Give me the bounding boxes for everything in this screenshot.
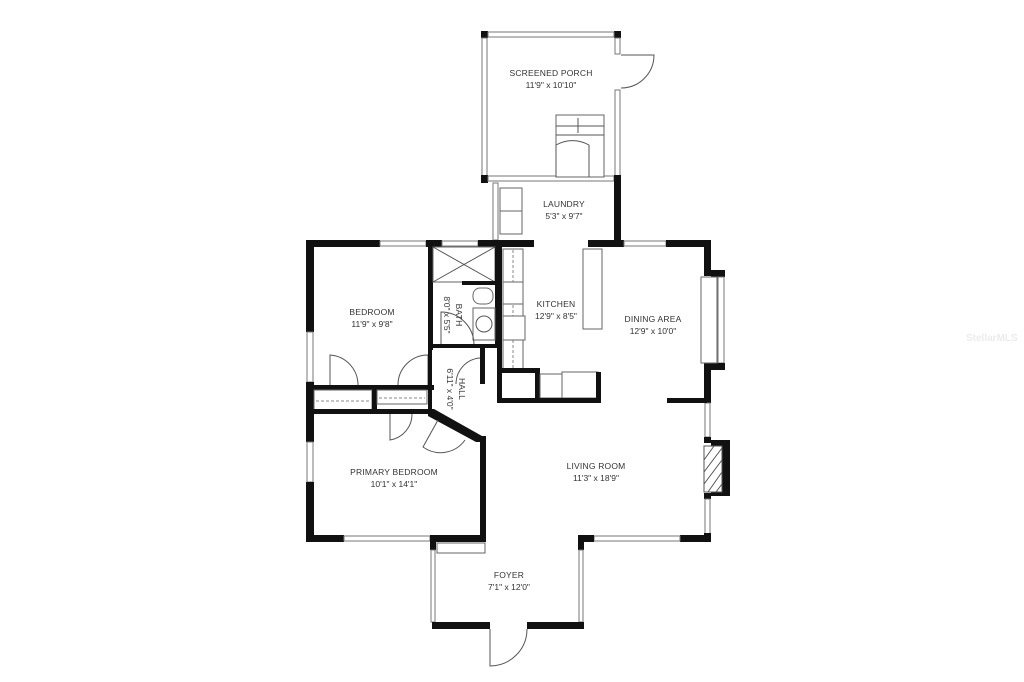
room-name: BATH [454, 303, 464, 327]
room-dimensions: 10'1" x 14'1" [370, 479, 418, 489]
room-name: KITCHEN [536, 299, 576, 309]
watermark: StellarMLS [966, 333, 1018, 344]
room-label-primary-bedroom: PRIMARY BEDROOM 10'1" x 14'1" [350, 466, 438, 490]
room-label-hall: HALL 6'11" x 4'0" [444, 368, 468, 409]
room-name: LIVING ROOM [566, 461, 626, 471]
room-label-living-room: LIVING ROOM 11'3" x 18'9" [567, 460, 626, 484]
room-dimensions: 12'9" x 8'5" [535, 311, 577, 321]
room-dimensions: 7'1" x 12'0" [488, 582, 530, 592]
room-name: FOYER [493, 570, 525, 580]
room-label-bedroom: BEDROOM 11'9" x 9'8" [349, 306, 394, 330]
room-dimensions: 11'9" x 9'8" [351, 319, 393, 329]
room-label-foyer: FOYER 7'1" x 12'0" [488, 569, 530, 593]
room-name: DINING AREA [624, 314, 682, 324]
room-dimensions: 12'9" x 10'0" [629, 326, 677, 336]
room-name: PRIMARY BEDROOM [350, 467, 438, 477]
interior-walls [306, 246, 707, 667]
room-dimensions: 11'9" x 10'10" [525, 80, 577, 90]
room-dimensions: 5'3" x 9'7" [545, 211, 583, 221]
room-dimensions: 8'0" x 5'5" [442, 296, 452, 334]
room-name: HALL [457, 377, 467, 401]
room-label-kitchen: KITCHEN 12'9" x 8'5" [535, 298, 577, 322]
room-label-screened-porch: SCREENED PORCH 11'9" x 10'10" [509, 67, 592, 91]
screened-porch-walls [481, 31, 655, 183]
room-dimensions: 6'11" x 4'0" [445, 368, 455, 410]
room-label-dining-area: DINING AREA 12'9" x 10'0" [625, 313, 682, 337]
room-name: LAUNDRY [543, 199, 585, 209]
room-name: BEDROOM [349, 307, 395, 317]
room-dimensions: 11'3" x 18'9" [573, 473, 619, 483]
room-label-bath: BATH 8'0" x 5'5" [441, 296, 465, 333]
room-label-laundry: LAUNDRY 5'3" x 9'7" [543, 198, 585, 222]
room-name: SCREENED PORCH [509, 68, 593, 78]
laundry-walls [492, 182, 621, 243]
